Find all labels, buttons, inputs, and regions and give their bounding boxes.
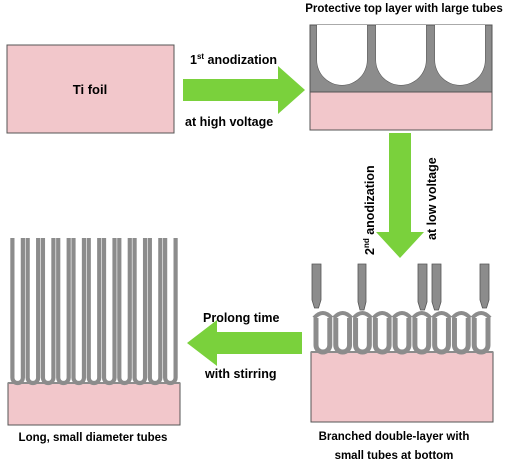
long-tube-wall [71,238,87,386]
branched-small-tube [432,318,451,355]
prolong-time-arrow [187,320,302,366]
branched-junction [332,311,354,320]
second-anodization-label: 2nd anodization [362,165,377,255]
long-tube-wall [56,238,71,386]
branched-small-tube [412,318,432,355]
long-tube-wall [117,238,132,386]
large-tube-pores [317,25,485,85]
branched-small-tube [451,318,471,355]
low-voltage-label: at low voltage [425,157,439,240]
branched-small-tube [392,318,412,355]
branched-upper-wall [479,263,490,309]
branched-junction [450,311,472,320]
branched-small-tube [313,318,333,355]
branched-junction [352,311,373,320]
branched-small-tube [333,318,353,355]
long-tube-wall [101,238,117,386]
first-anodization-arrow [183,66,305,114]
prolong-time-label: Prolong time [203,311,279,325]
branched-caption-line1: Branched double-layer with [319,431,470,443]
long-tubes-caption: Long, small diameter tubes [19,432,168,444]
branched-upper-wall [431,263,442,311]
branched-small-tube [372,318,392,355]
long-tube-wall [132,238,148,386]
branched-junction [431,311,452,320]
branched-junction [312,311,334,320]
branched-upper-wall [417,263,428,311]
long-tube-wall [163,238,178,386]
branched-junction [411,311,433,320]
protective-layer-caption: Protective top layer with large tubes [305,3,502,15]
long-tube-wall [147,238,163,385]
high-voltage-label: at high voltage [185,115,273,129]
long-tube-structure [7,238,181,426]
ti-foil-block [6,44,175,134]
branched-junction [470,311,492,320]
ti-foil-label: Ti foil [73,82,107,97]
branched-tubes [311,263,493,355]
branched-small-tube [353,318,372,355]
second-anodization-arrow [376,133,424,258]
branched-junction [371,311,393,320]
branched-caption-line2: small tubes at bottom [335,450,454,462]
branched-tube-structure [310,263,494,423]
branched-upper-wall [357,263,367,311]
ti-substrate-stage4 [7,382,181,426]
branched-upper-wall [311,263,322,309]
long-tube-wall [40,238,56,386]
long-tube-wall [10,238,25,386]
long-tube-wall [25,238,41,386]
ti-substrate-stage3 [310,351,494,423]
branched-junction [391,311,413,320]
long-tube-wall [86,238,102,386]
branched-small-tube [471,318,491,355]
large-tube-structure [309,24,493,131]
first-anodization-label: 1st anodization [190,52,277,67]
long-tubes [8,238,180,386]
stirring-label: with stirring [204,367,277,381]
